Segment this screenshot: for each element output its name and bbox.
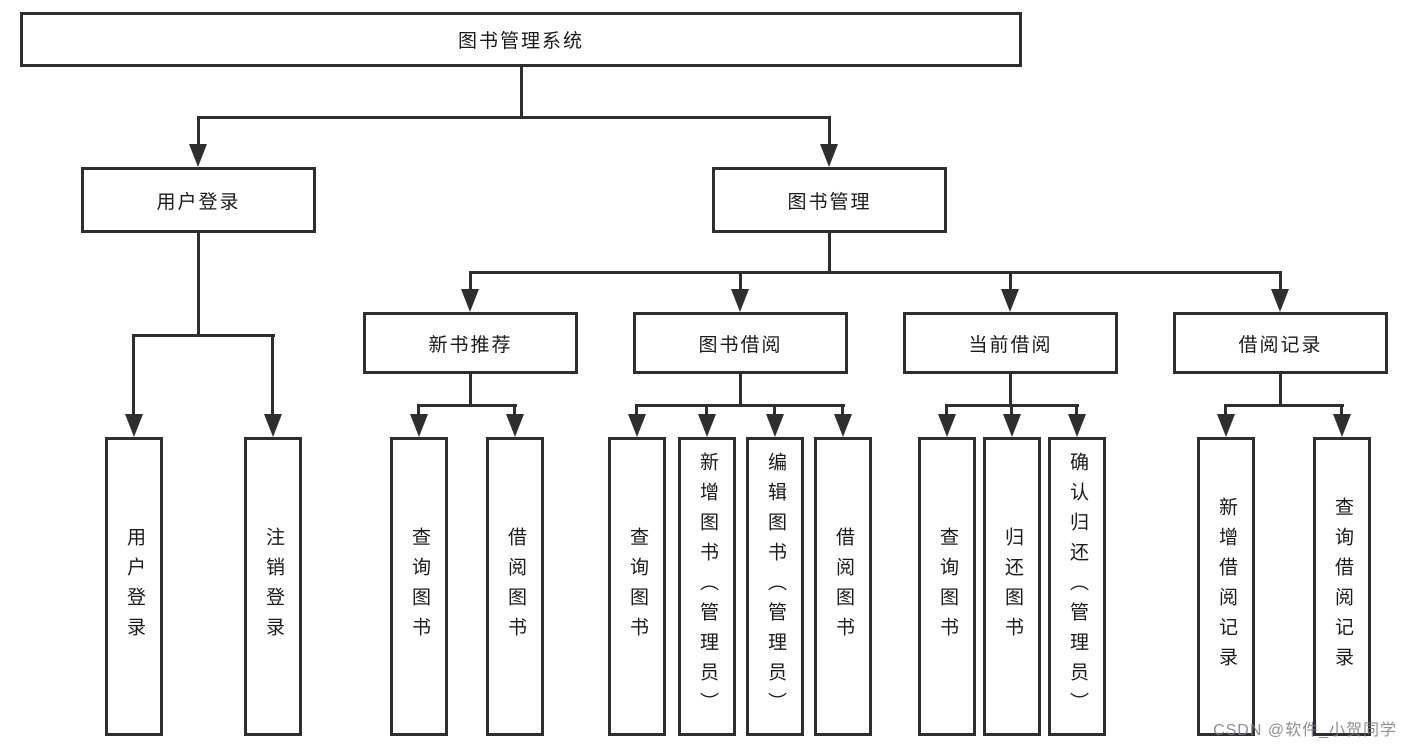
connector-line <box>1010 404 1013 416</box>
connector-line <box>739 271 742 291</box>
node-user-login: 用户登录 <box>81 167 316 233</box>
node-label: 用户登录 <box>156 191 241 213</box>
arrow-down-icon <box>1271 289 1289 312</box>
connector-line <box>705 404 708 416</box>
connector-line <box>271 334 274 416</box>
node-label: 当前借阅 <box>968 334 1053 356</box>
connector-line <box>1224 404 1344 407</box>
node-label: 查询图书 <box>408 526 430 647</box>
arrow-down-icon <box>938 414 956 437</box>
connector-line <box>635 404 845 407</box>
node-label: 归还图书 <box>1001 526 1023 647</box>
connector-line <box>132 334 135 416</box>
leaf-add-borrow-record: 新增借阅记录 <box>1197 437 1255 736</box>
node-label: 查询图书 <box>936 526 958 647</box>
arrow-down-icon <box>1333 414 1351 437</box>
leaf-logout: 注销登录 <box>244 437 302 736</box>
arrow-down-icon <box>1068 414 1086 437</box>
node-label: 查询图书 <box>626 526 648 647</box>
arrow-down-icon <box>410 414 428 437</box>
connector-line <box>520 67 523 118</box>
connector-line <box>417 404 517 407</box>
watermark: CSDN @软件_小贺同学 <box>1213 722 1397 739</box>
node-label: 注销登录 <box>262 526 284 647</box>
node-label: 借阅记录 <box>1238 334 1323 356</box>
leaf-confirm-return-admin: 确认归还（管理员） <box>1048 437 1106 736</box>
connector-line <box>739 374 742 406</box>
connector-line <box>197 233 200 336</box>
connector-line <box>1075 404 1078 416</box>
node-label: 查询借阅记录 <box>1331 496 1353 677</box>
connector-line <box>828 233 831 273</box>
connector-line <box>635 404 638 416</box>
node-borrowing-records: 借阅记录 <box>1173 312 1388 374</box>
leaf-return-books: 归还图书 <box>983 437 1041 736</box>
node-library-management-system: 图书管理系统 <box>20 12 1022 67</box>
connector-line <box>1009 374 1012 406</box>
arrow-down-icon <box>698 414 716 437</box>
leaf-user-login: 用户登录 <box>105 437 163 736</box>
arrow-down-icon <box>125 414 143 437</box>
leaf-query-books-1: 查询图书 <box>390 437 448 736</box>
connector-line <box>1009 271 1012 291</box>
connector-line <box>197 116 831 119</box>
arrow-down-icon <box>189 144 207 167</box>
leaf-borrow-books-1: 借阅图书 <box>486 437 544 736</box>
connector-line <box>197 116 200 146</box>
leaf-borrow-books-2: 借阅图书 <box>814 437 872 736</box>
arrow-down-icon <box>834 414 852 437</box>
connector-line <box>828 116 831 146</box>
connector-line <box>469 374 472 406</box>
node-book-management: 图书管理 <box>712 167 947 233</box>
node-label: 借阅图书 <box>504 526 526 647</box>
connector-line <box>1279 271 1282 291</box>
node-book-borrowing: 图书借阅 <box>633 312 848 374</box>
arrow-down-icon <box>1217 414 1235 437</box>
connector-line <box>1224 404 1227 416</box>
leaf-add-book-admin: 新增图书（管理员） <box>678 437 736 736</box>
leaf-edit-book-admin: 编辑图书（管理员） <box>746 437 804 736</box>
arrow-down-icon <box>1003 414 1021 437</box>
arrow-down-icon <box>628 414 646 437</box>
node-new-book-recommendation: 新书推荐 <box>363 312 578 374</box>
leaf-query-books-2: 查询图书 <box>608 437 666 736</box>
arrow-down-icon <box>731 289 749 312</box>
connector-line <box>513 404 516 416</box>
node-label: 新增借阅记录 <box>1215 496 1237 677</box>
arrow-down-icon <box>506 414 524 437</box>
node-label: 新书推荐 <box>428 334 513 356</box>
connector-line <box>945 404 948 416</box>
connector-line <box>469 271 1282 274</box>
node-label: 确认归还（管理员） <box>1066 451 1088 722</box>
node-current-borrowing: 当前借阅 <box>903 312 1118 374</box>
node-label: 编辑图书（管理员） <box>764 451 786 722</box>
connector-line <box>1279 374 1282 406</box>
connector-line <box>773 404 776 416</box>
arrow-down-icon <box>820 144 838 167</box>
node-label: 图书管理 <box>787 191 872 213</box>
connector-line <box>417 404 420 416</box>
arrow-down-icon <box>1001 289 1019 312</box>
node-label: 借阅图书 <box>832 526 854 647</box>
node-label: 用户登录 <box>123 526 145 647</box>
connector-line <box>1340 404 1343 416</box>
node-label: 图书借阅 <box>698 334 783 356</box>
connector-line <box>469 271 472 291</box>
node-label: 新增图书（管理员） <box>696 451 718 722</box>
arrow-down-icon <box>264 414 282 437</box>
node-label: 图书管理系统 <box>457 31 584 52</box>
leaf-query-books-3: 查询图书 <box>918 437 976 736</box>
connector-line <box>132 334 275 337</box>
leaf-query-borrow-record: 查询借阅记录 <box>1313 437 1371 736</box>
arrow-down-icon <box>766 414 784 437</box>
connector-line <box>841 404 844 416</box>
arrow-down-icon <box>461 289 479 312</box>
